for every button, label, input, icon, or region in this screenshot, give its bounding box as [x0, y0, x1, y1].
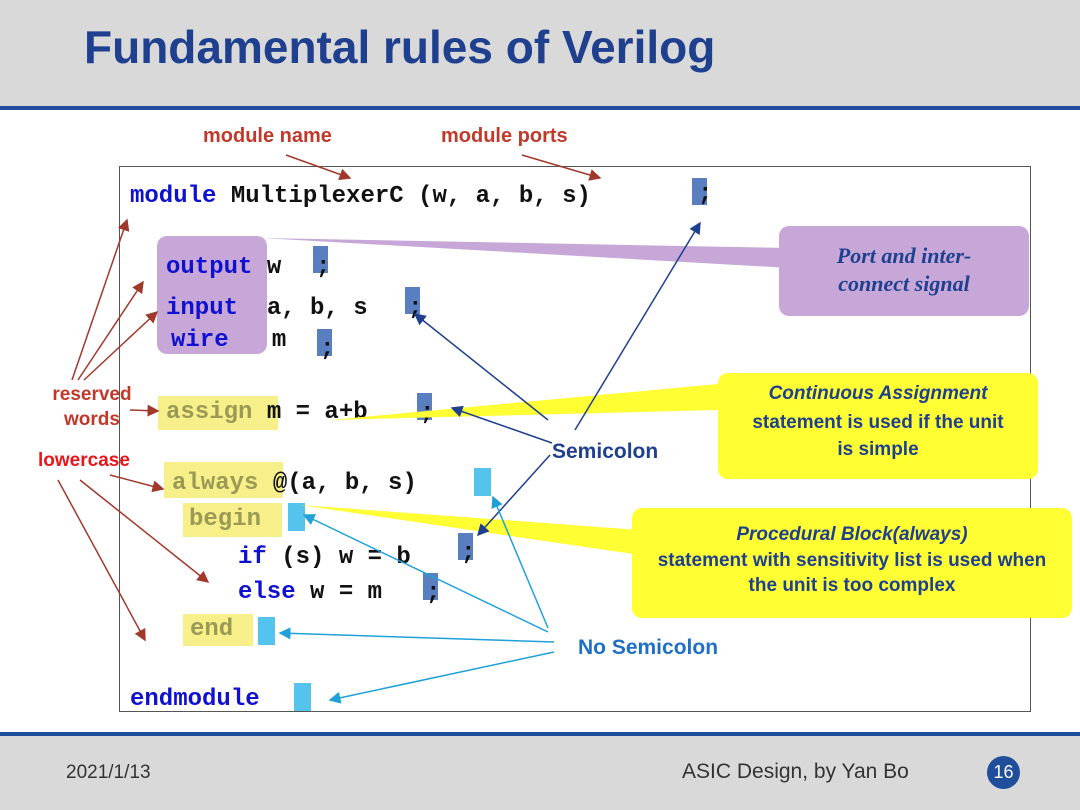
code-line-end: end	[190, 615, 233, 645]
lowercase-label: lowercase	[38, 450, 130, 471]
semicolon-char: ;	[426, 580, 441, 607]
no-semicolon-marker	[258, 617, 275, 645]
page-number: 16	[987, 756, 1020, 789]
keyword-assign: assign	[166, 399, 253, 426]
semicolon-char: ;	[461, 540, 476, 567]
footer-date: 2021/1/13	[66, 762, 151, 783]
input-ports: a, b, s	[238, 295, 368, 322]
wire-signal: m	[228, 327, 287, 354]
code-line-always: always @(a, b, s)	[172, 469, 417, 499]
always-highlight	[164, 462, 283, 498]
assign-highlight	[158, 396, 278, 430]
code-line-endmodule: endmodule	[130, 685, 260, 715]
procedural-block-callout: Procedural Block(always) statement with …	[632, 508, 1072, 618]
keyword-input: input	[166, 295, 239, 322]
keyword-always: always	[172, 470, 259, 497]
slide-title: Fundamental rules of Verilog	[84, 21, 716, 73]
no-semicolon-label: No Semicolon	[578, 636, 719, 659]
keyword-wire: wire	[171, 327, 229, 354]
sensitivity-list: @(a, b, s)	[258, 470, 417, 497]
procedural-body: statement with sensitivity list is used …	[657, 550, 1047, 596]
no-semicolon-marker	[288, 503, 305, 531]
keyword-end: end	[190, 616, 234, 643]
continuous-body: statement is used if the unit is simple	[752, 412, 1004, 460]
semicolon-marker	[458, 533, 473, 560]
semicolon-marker	[423, 573, 438, 600]
port-signal-text: Port and inter-connect signal	[836, 243, 972, 296]
code-line-else: else w = m	[238, 578, 382, 608]
keyword-output: output	[166, 254, 253, 281]
code-line-wire: wire m	[171, 326, 286, 356]
module-name-label: module name	[203, 125, 332, 147]
port-keywords-highlight	[157, 236, 267, 354]
continuous-title: Continuous Assignment	[768, 383, 988, 404]
no-semicolon-marker	[474, 468, 491, 496]
keyword-module: module	[130, 183, 217, 210]
footer-author: ASIC Design, by Yan Bo	[682, 760, 909, 783]
code-line-output: output w	[166, 253, 281, 283]
continuous-assignment-callout: Continuous Assignment statement is used …	[718, 373, 1038, 479]
code-line-input: input a, b, s	[166, 294, 368, 324]
begin-highlight	[183, 503, 282, 537]
header-divider	[0, 106, 1080, 110]
header-band	[0, 0, 1080, 106]
semicolon-marker	[313, 246, 328, 273]
semicolon-label: Semicolon	[552, 440, 659, 463]
keyword-else: else	[238, 579, 296, 606]
purple-callout-tail	[262, 238, 790, 268]
semicolon-char: ;	[320, 336, 335, 363]
keyword-begin: begin	[189, 506, 262, 533]
else-statement: w = m	[295, 579, 383, 606]
code-line-assign: assign m = a+b	[166, 398, 368, 428]
code-line-begin: begin	[189, 505, 261, 535]
port-signal-callout: Port and inter-connect signal	[779, 226, 1029, 316]
module-ports-label: module ports	[441, 125, 568, 147]
semicolon-marker	[692, 178, 707, 205]
end-highlight	[183, 614, 253, 646]
code-line-module: module MultiplexerC (w, a, b, s)	[130, 182, 591, 212]
module-header-text: MultiplexerC (w, a, b, s)	[216, 183, 591, 210]
semicolon-char: ;	[698, 181, 713, 208]
footer-divider	[0, 732, 1080, 736]
reserved-words-label: reserved words	[52, 384, 132, 430]
output-ports: w	[252, 254, 282, 281]
semicolon-marker	[317, 329, 332, 356]
footer-band	[0, 736, 1080, 810]
continuous-callout-tail	[330, 384, 718, 420]
procedural-title: Procedural Block(always)	[736, 524, 968, 545]
assign-expression: m = a+b	[252, 399, 368, 426]
semicolon-marker	[405, 287, 420, 314]
keyword-endmodule: endmodule	[130, 686, 260, 713]
no-semicolon-marker	[294, 683, 311, 711]
keyword-if: if	[238, 544, 267, 571]
procedural-callout-tail	[300, 505, 640, 555]
semicolon-char: ;	[316, 254, 331, 281]
